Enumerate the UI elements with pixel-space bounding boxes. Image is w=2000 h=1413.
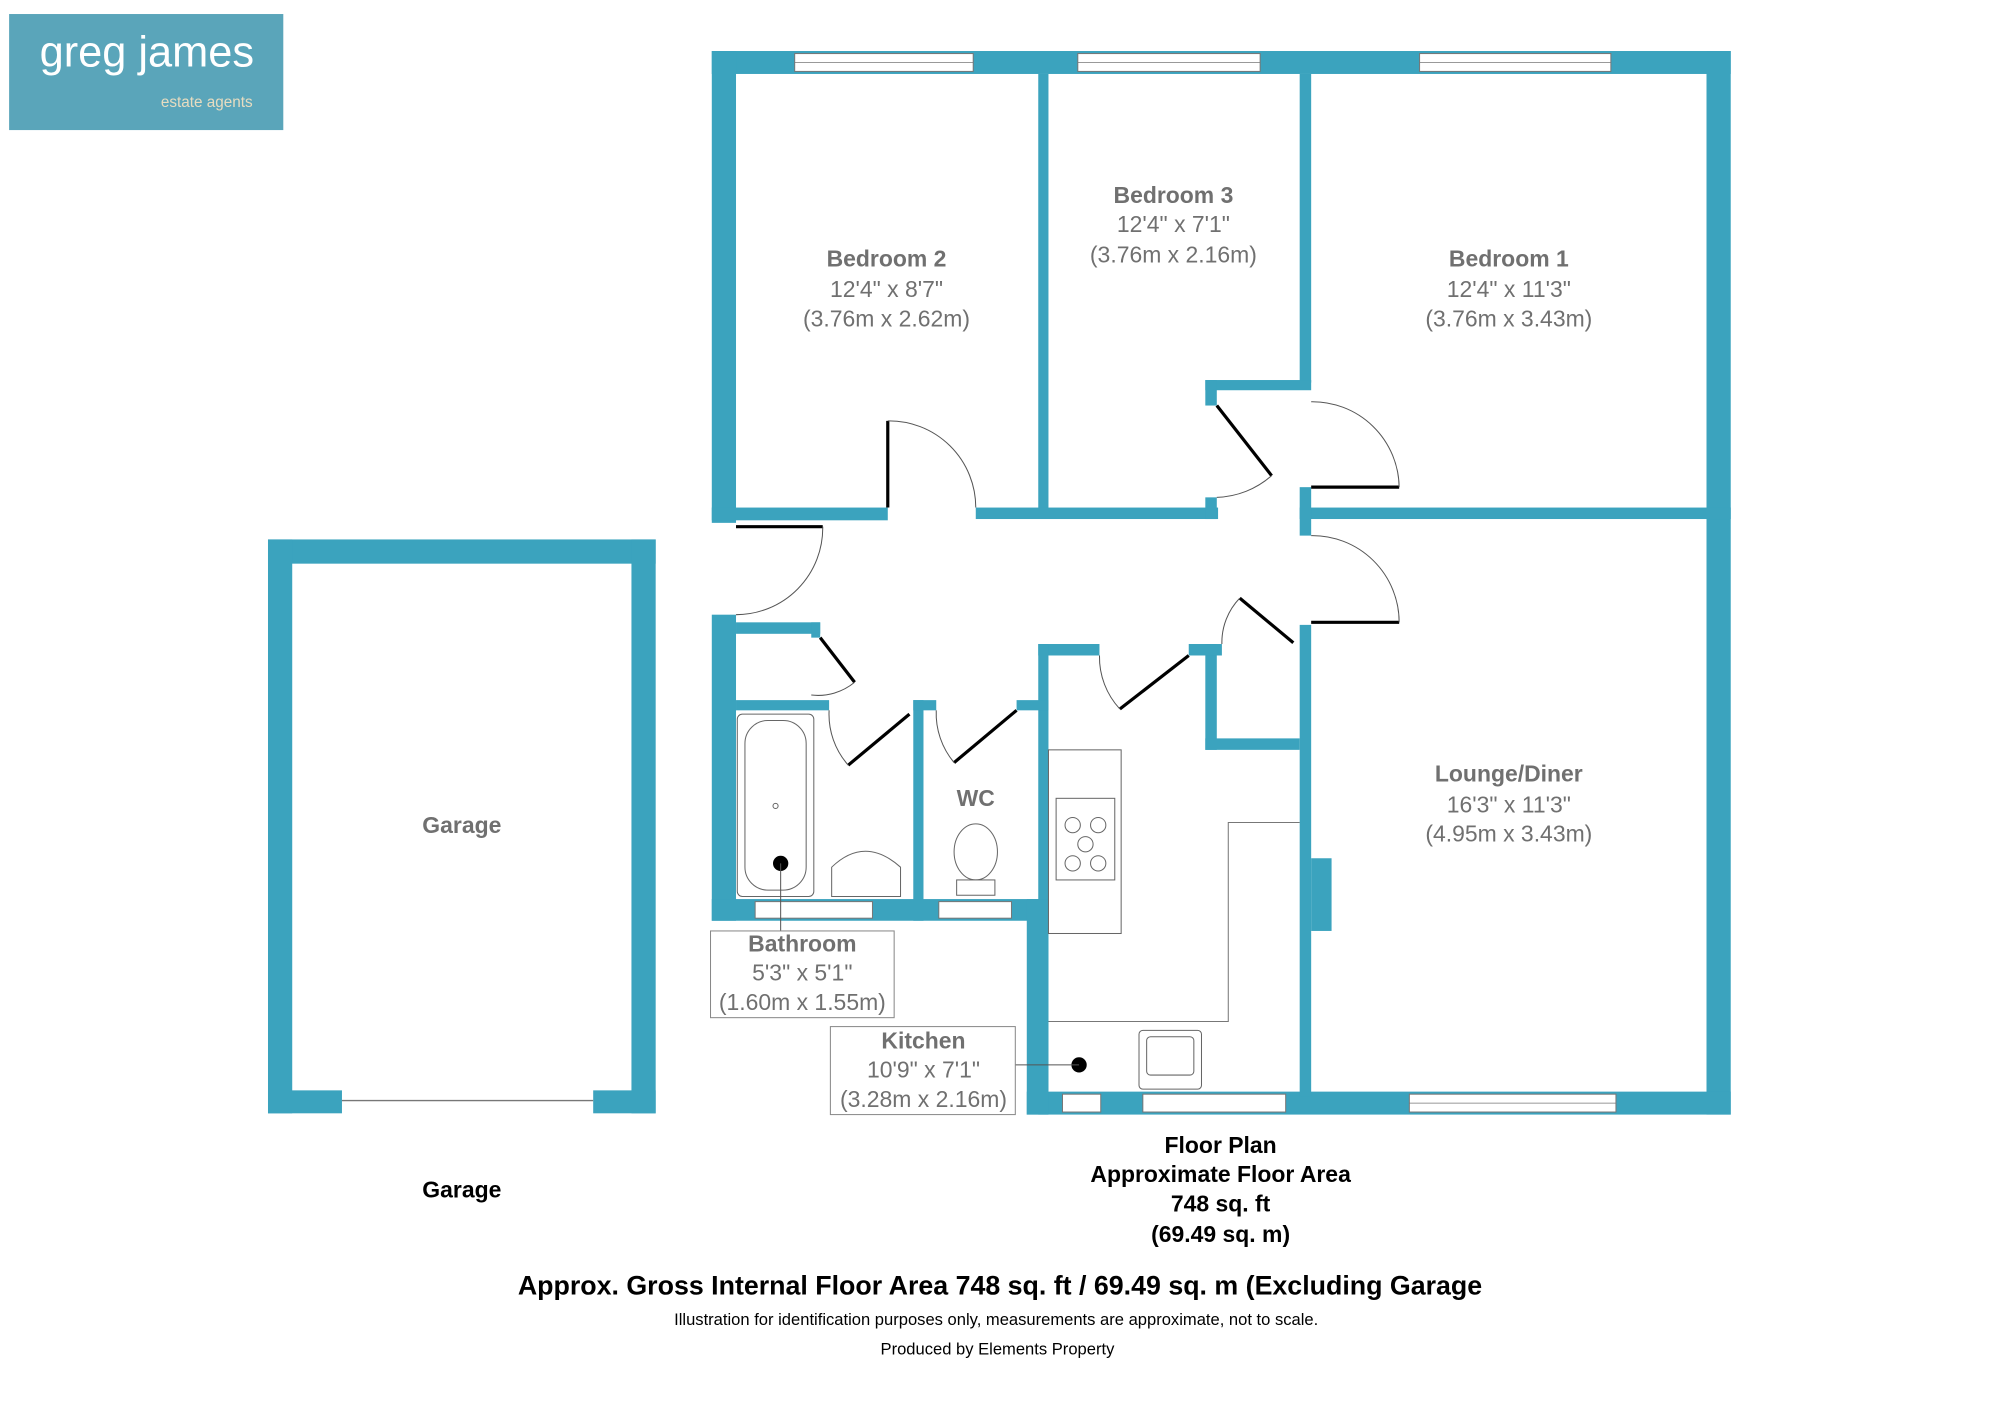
room-size-metric: (3.76m x 2.16m) xyxy=(1090,242,1257,268)
room-size-metric: (3.28m x 2.16m) xyxy=(840,1086,1007,1112)
room-label-wc: WC xyxy=(957,785,995,811)
room-label-garage: Garage xyxy=(422,812,501,838)
logo-name: greg james xyxy=(40,28,254,76)
room-label-lounge-diner: Lounge/Diner 16'3" x 11'3" (4.95m x 3.43… xyxy=(1425,761,1592,847)
room-label-kitchen: Kitchen 10'9" x 7'1" (3.28m x 2.16m) xyxy=(829,1026,1016,1116)
room-label-bedroom-3: Bedroom 3 12'4" x 7'1" (3.76m x 2.16m) xyxy=(1090,182,1257,268)
floor-caption: Floor Plan Approximate Floor Area 748 sq… xyxy=(1090,1132,1351,1247)
floor-caption-area-m: (69.49 sq. m) xyxy=(1151,1221,1290,1247)
company-logo: greg james estate agents xyxy=(9,14,284,131)
room-size-imperial: 12'4" x 7'1" xyxy=(1117,211,1230,237)
room-name: Bedroom 3 xyxy=(1114,182,1234,208)
basin xyxy=(831,850,902,898)
room-name: Bedroom 1 xyxy=(1449,246,1569,272)
garage-walls xyxy=(267,539,656,1114)
room-size-metric: (1.60m x 1.55m) xyxy=(719,989,886,1015)
room-size-metric: (3.76m x 3.43m) xyxy=(1425,305,1592,331)
floor-caption-subtitle: Approximate Floor Area xyxy=(1090,1161,1351,1187)
logo-tagline: estate agents xyxy=(161,94,253,111)
room-name: Bedroom 2 xyxy=(827,246,947,272)
garage-caption: Garage xyxy=(422,1176,501,1202)
room-label-bathroom: Bathroom 5'3" x 5'1" (1.60m x 1.55m) xyxy=(710,930,895,1019)
floor-caption-title: Floor Plan xyxy=(1165,1132,1277,1158)
room-size-metric: (3.76m x 2.62m) xyxy=(803,305,970,331)
room-size-imperial: 16'3" x 11'3" xyxy=(1447,791,1571,817)
room-size-imperial: 12'4" x 11'3" xyxy=(1447,276,1571,302)
room-size-metric: (4.95m x 3.43m) xyxy=(1425,821,1592,847)
fixtures xyxy=(736,713,1300,1090)
room-size-imperial: 10'9" x 7'1" xyxy=(867,1057,980,1083)
footer-disclaimer: Illustration for identification purposes… xyxy=(674,1310,1318,1329)
floor-caption-area-ft: 748 sq. ft xyxy=(1171,1191,1271,1217)
footer-headline: Approx. Gross Internal Floor Area 748 sq… xyxy=(518,1270,1482,1300)
room-label-bedroom-1: Bedroom 1 12'4" x 11'3" (3.76m x 3.43m) xyxy=(1425,246,1592,332)
toilet xyxy=(953,823,998,881)
room-size-imperial: 5'3" x 5'1" xyxy=(752,960,852,986)
doors xyxy=(736,401,1400,767)
footer-credit: Produced by Elements Property xyxy=(881,1339,1116,1358)
room-name: Bathroom xyxy=(748,930,856,956)
room-label-bedroom-2: Bedroom 2 12'4" x 8'7" (3.76m x 2.62m) xyxy=(803,246,970,332)
room-size-imperial: 12'4" x 8'7" xyxy=(830,276,943,302)
room-name: Kitchen xyxy=(881,1027,965,1053)
windows xyxy=(754,53,1617,1113)
room-name: Lounge/Diner xyxy=(1435,761,1583,787)
